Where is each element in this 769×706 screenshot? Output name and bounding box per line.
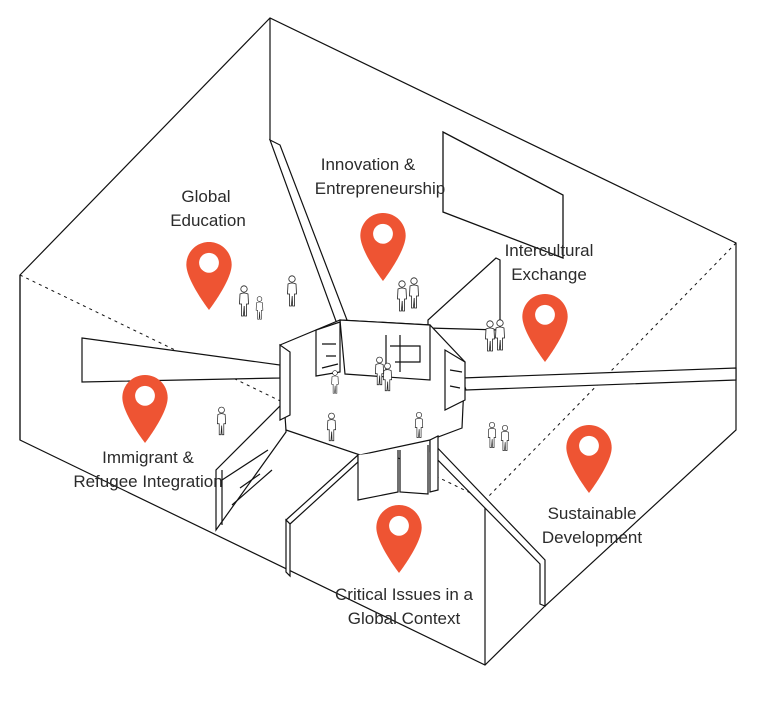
person-silhouette-icon: [287, 275, 297, 307]
person-silhouette-icon: [255, 296, 264, 320]
person-silhouette-icon: [485, 320, 495, 352]
map-pin-icon: [360, 213, 406, 281]
zone-label-critical-line2: Global Context: [348, 609, 461, 628]
map-pin-icon: [376, 505, 422, 573]
person-silhouette-icon: [397, 280, 407, 312]
projection-screen: [442, 130, 564, 259]
zone-label-critical-line1: Critical Issues in a: [335, 585, 473, 604]
central-pavilion: [221, 319, 466, 525]
map-pin-icon: [186, 242, 232, 310]
person-silhouette-icon: [495, 319, 505, 351]
person-silhouette-icon: [500, 424, 510, 451]
zone-label-sustainable-line2: Development: [542, 528, 642, 547]
person-silhouette-icon: [487, 421, 497, 448]
person-silhouette-icon: [217, 406, 226, 436]
zone-label-sustainable-line1: Sustainable: [548, 504, 637, 523]
zone-label-innovation-line2: Entrepreneurship: [315, 179, 445, 198]
room-dashed-lines: [19, 242, 737, 501]
zone-label-global-education-line2: Education: [170, 211, 246, 230]
person-silhouette-icon: [409, 277, 419, 309]
map-pin-icon: [122, 375, 168, 443]
map-pin-icon: [522, 294, 568, 362]
map-pin-icon: [566, 425, 612, 493]
zone-label-global-education-line1: Global: [181, 187, 230, 206]
zone-labels: Global Education Innovation & Entreprene…: [73, 155, 642, 628]
zone-label-immigrant-line1: Immigrant &: [102, 448, 194, 467]
room-outline: [19, 17, 737, 666]
zone-label-innovation-line1: Innovation &: [321, 155, 416, 174]
zone-label-intercultural-line1: Intercultural: [505, 241, 594, 260]
person-silhouette-icon: [239, 285, 249, 317]
zone-label-intercultural-line2: Exchange: [511, 265, 587, 284]
zone-label-immigrant-line2: Refugee Integration: [73, 472, 222, 491]
